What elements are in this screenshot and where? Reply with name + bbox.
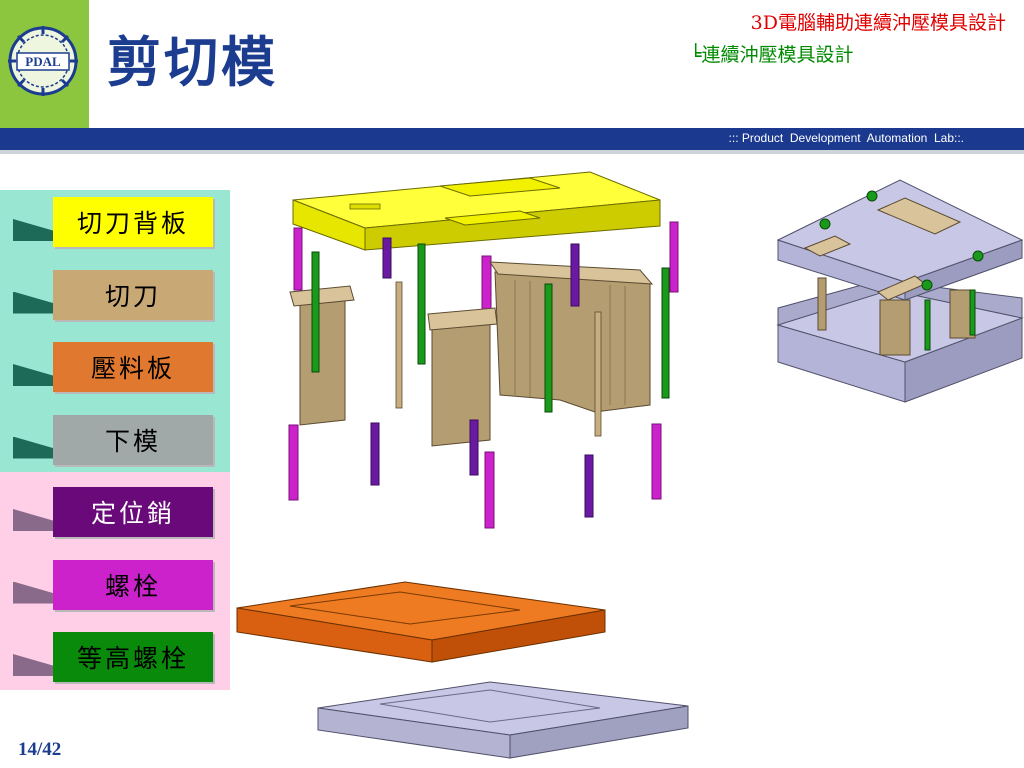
assembled-view [776,179,1024,403]
page-number: 14/42 [18,739,62,760]
svg-text:PDAL: PDAL [25,54,61,69]
legend-item-stripper-plate[interactable]: 壓料板 [53,342,213,392]
cutter-backing-plate [292,171,661,251]
legend-item-cutter-backing-plate[interactable]: 切刀背板 [53,197,213,247]
legend-item-lower-die[interactable]: 下模 [53,414,213,465]
lab-banner: ::: Product Development Automation Lab::… [0,128,1024,150]
legend-item-locating-pin[interactable]: 定位銷 [53,487,213,537]
page-title: 剪切模 [107,30,278,94]
stripper-plate [236,581,606,663]
cutter [289,261,654,447]
pdal-logo-icon: PDAL [8,26,78,96]
bolt [293,221,679,325]
section-subtitle: ╘連續沖壓模具設計 [690,44,854,66]
bolt [288,423,662,529]
legend-item-cutter[interactable]: 切刀 [53,269,213,320]
banner-shadow [0,150,1024,154]
lab-name: ::: Product Development Automation Lab::… [728,131,964,145]
logo-panel: PDAL [0,0,89,128]
legend-item-bolt[interactable]: 螺栓 [53,559,213,610]
legend-item-stripper-bolt[interactable]: 等高螺栓 [53,632,213,682]
stripper-bolt [311,243,670,413]
locating-pin [370,237,594,518]
lower-die [317,681,689,759]
course-title: 3D電腦輔助連續沖壓模具設計 [750,12,1006,34]
exploded-view [236,171,689,759]
